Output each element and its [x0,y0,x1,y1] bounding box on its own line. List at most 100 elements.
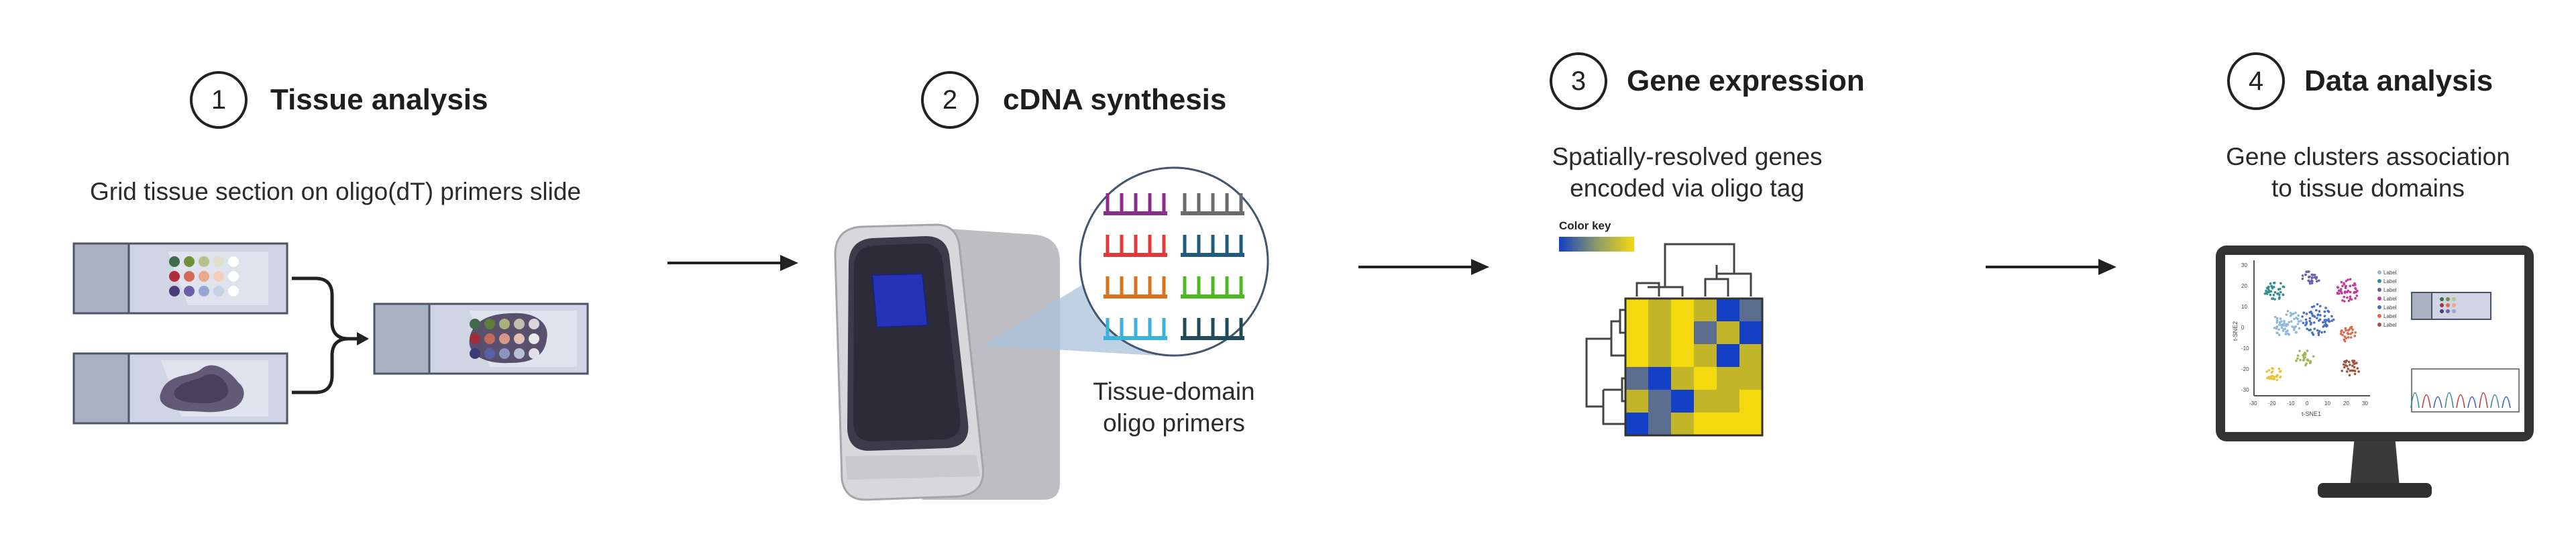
tsne-point [2308,319,2312,323]
tsne-point [2272,293,2275,296]
step-3-description-line1: Spatially-resolved genes [1552,143,1823,170]
heatmap-grid [1624,297,1764,437]
tsne-point [2353,362,2356,366]
tsne-point [2296,354,2300,357]
tsne-point [2349,284,2352,288]
tsne-point [2267,287,2270,290]
tsne-point [2323,330,2326,333]
tsne-x-tick: 30 [2362,400,2368,407]
tsne-point [2286,329,2289,332]
mini-dot [2446,297,2450,301]
legend-swatch [2377,279,2381,283]
step-4-description-line2: to tissue domains [2271,174,2465,202]
tsne-point [2308,276,2310,278]
heatmap-cell [1671,390,1694,413]
tsne-x-tick: 10 [2324,400,2330,407]
tsne-point [2308,317,2312,320]
tsne-point [2347,336,2350,339]
tsne-point [2305,270,2308,273]
tsne-point [2347,333,2350,335]
heatmap-cell [1717,413,1739,435]
tsne-point [2285,313,2288,316]
heatmap-cell [1671,344,1694,367]
tsne-point [2345,365,2349,368]
legend-swatch [2377,270,2381,274]
primer-dot [529,333,539,344]
primer-dot [499,348,510,359]
tsne-point [2340,280,2343,284]
primer-dot [484,333,495,344]
tsne-y-tick: 30 [2241,262,2247,268]
tsne-point [2345,284,2347,288]
tsne-point [2308,282,2312,285]
step-3-number: 3 [1550,52,1607,110]
tsne-point [2282,293,2285,296]
tsne-point [2275,327,2278,330]
tsne-x-tick: -10 [2287,400,2295,407]
tsne-point [2316,313,2320,316]
primer-dot [199,271,209,282]
tsne-point [2326,324,2328,327]
tsne-point [2343,338,2346,341]
primer-dot [228,256,239,267]
tsne-point [2310,282,2314,284]
primer-dot [514,348,525,359]
tsne-point [2276,331,2279,335]
tsne-point [2279,320,2283,323]
heatmap-cell [1625,299,1648,321]
tsne-point [2316,280,2318,283]
tsne-point [2317,333,2320,337]
tsne-point [2351,328,2355,331]
tsne-point [2323,319,2326,321]
primer-dot [499,319,510,329]
tsne-point [2317,279,2320,282]
tsne-point [2353,372,2357,376]
tsne-point [2269,293,2272,296]
tsne-point [2275,325,2279,328]
tsne-point [2347,360,2351,364]
tsne-point [2294,311,2297,315]
tsne-point [2267,285,2270,288]
primer-dot [470,319,480,329]
tsne-point [2344,361,2347,364]
legend-swatch [2377,305,2381,309]
primer-dot [199,286,209,296]
primer-dot [228,271,239,282]
tsne-point [2286,309,2290,313]
mini-dot [2446,309,2450,313]
tsne-point [2319,314,2322,317]
tsne-point [2277,333,2281,337]
tsne-point [2341,284,2344,288]
slides-illustration [72,242,589,425]
tsne-point [2282,323,2285,326]
tsne-point [2343,366,2346,369]
tsne-point [2345,337,2348,339]
tsne-point [2269,290,2273,293]
heatmap-cell [1648,367,1671,390]
tsne-point [2300,319,2302,323]
tsne-point [2314,277,2318,280]
primer-dot [484,348,495,359]
tsne-point [2356,367,2359,370]
tsne-y-tick: -10 [2241,345,2249,352]
legend-label: Label [2383,305,2397,311]
heatmap-cell [1739,413,1762,435]
heatmap-cell [1694,299,1717,321]
tsne-point [2353,282,2356,285]
heatmap-cell [1717,321,1739,344]
tsne-point [2336,286,2339,288]
pcr-machine-illustration [834,166,1269,501]
color-key-bar [1559,237,1634,252]
tsne-point [2266,291,2269,294]
tsne-point [2353,370,2357,372]
tsne-point [2279,375,2282,378]
trace-peak [2433,396,2443,409]
tsne-point [2303,352,2306,354]
tsne-point [2291,325,2294,328]
primer-dot [213,256,224,267]
tsne-point [2347,368,2350,370]
primer-dot [213,286,224,296]
